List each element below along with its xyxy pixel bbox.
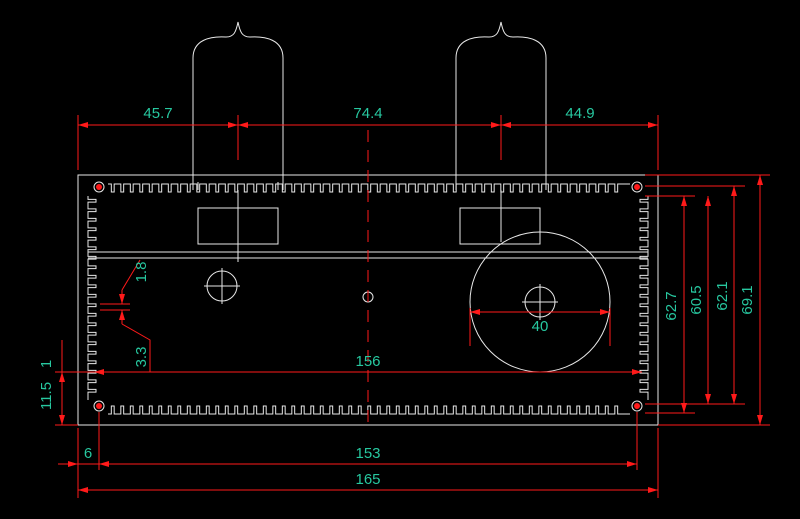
dim-height-a: 62.7 (663, 291, 680, 320)
dim-height-overall: 69.1 (739, 285, 756, 314)
dim-slot-gap: 3.3 (133, 347, 150, 368)
vacuum-tube-right (455, 21, 547, 190)
dim-height-c: 62.1 (714, 281, 731, 310)
dim-inner-width-lines (94, 369, 642, 375)
left-heatsink-fins (87, 196, 97, 400)
top-dimension-chain (77, 115, 659, 170)
top-heatsink-fins (108, 183, 630, 193)
dim-rail-lines (100, 259, 151, 372)
dim-tube2-offset: 44.9 (565, 105, 594, 122)
dim-rail-thickness: 1.8 (133, 262, 150, 283)
bottom-heatsink-fins (108, 405, 630, 415)
dim-inner-width: 156 (355, 353, 380, 370)
vacuum-tube-left (192, 21, 284, 190)
dim-overall-width: 165 (355, 471, 380, 488)
dim-tube1-offset: 45.7 (143, 105, 172, 122)
right-heatsink-fins (639, 196, 649, 400)
dim-circle-diameter: 40 (532, 318, 549, 335)
dim-height-b: 60.5 (688, 285, 705, 314)
dim-bottom-lines (58, 412, 659, 498)
dim-hole-spacing: 153 (355, 445, 380, 462)
dim-left-margin: 11.5 (38, 382, 55, 410)
dim-circle-diameter-lines (469, 308, 611, 346)
dim-right-lines (645, 174, 770, 426)
dim-left-margin-small: 1 (38, 360, 55, 368)
dim-tube-spacing: 74.4 (353, 105, 382, 122)
dim-hole-offset: 6 (84, 445, 92, 462)
corner-holes (93, 181, 643, 412)
crosshairs (204, 190, 558, 320)
dim-left-margin-lines (55, 340, 94, 426)
